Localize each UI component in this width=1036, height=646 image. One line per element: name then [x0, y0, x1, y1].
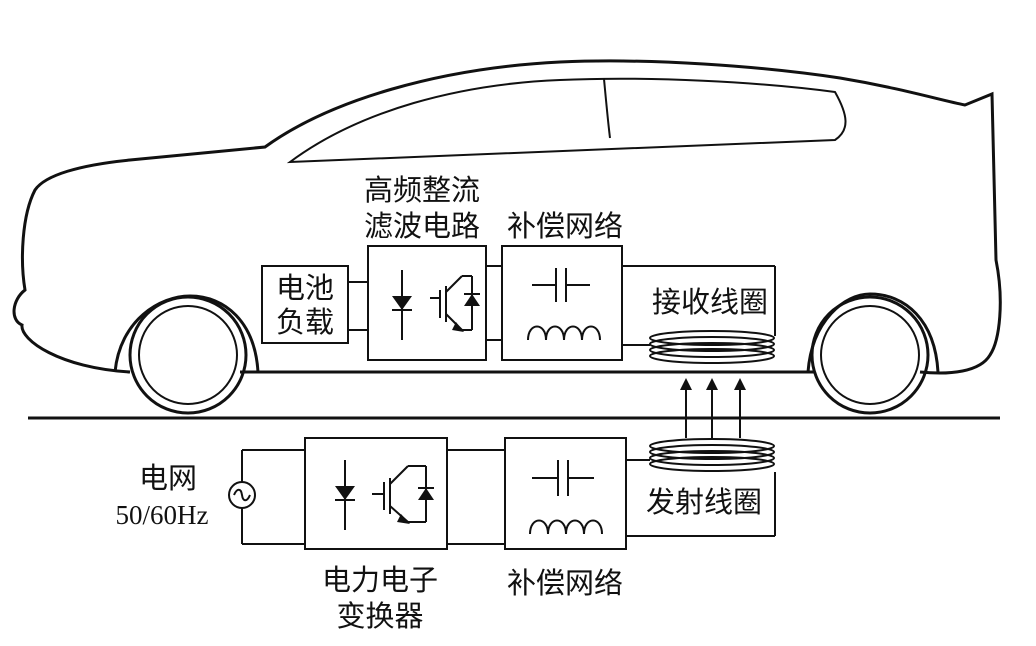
- inductor-icon: [527, 325, 601, 341]
- arrow-up-icon: [680, 378, 746, 438]
- rear-wheel-icon: [810, 295, 930, 415]
- tx-coil-label: 发射线圈: [646, 485, 762, 519]
- battery-label-2: 负载: [276, 305, 334, 339]
- rectifier-label-2: 滤波电路: [364, 209, 480, 243]
- converter-label-2: 变换器: [336, 599, 423, 633]
- diode-icon: [335, 460, 355, 530]
- rx-coil-label: 接收线圈: [652, 285, 768, 319]
- igbt-icon: [372, 465, 434, 524]
- diode-icon: [392, 270, 412, 340]
- capacitor-icon: [532, 460, 594, 496]
- ac-source-icon: [228, 481, 256, 509]
- compensation-network-top-box: [501, 245, 623, 361]
- converter-box: [304, 437, 448, 550]
- rectifier-label-1: 高频整流: [364, 173, 480, 207]
- rx-coil-icon: [649, 330, 775, 364]
- comp-bottom-label: 补偿网络: [507, 566, 623, 600]
- rectifier-box: [367, 245, 487, 361]
- battery-load-box: 电池 负载: [261, 265, 349, 344]
- comp-top-label: 补偿网络: [507, 209, 623, 243]
- inductor-icon: [529, 519, 603, 535]
- front-wheel-icon: [128, 295, 248, 415]
- igbt-icon: [430, 275, 480, 332]
- grid-label: 电网: [139, 461, 197, 495]
- battery-label-1: 电池: [276, 271, 334, 305]
- capacitor-icon: [532, 268, 590, 302]
- compensation-network-bottom-box: [504, 437, 627, 550]
- grid-frequency-label: 50/60Hz: [116, 500, 209, 530]
- converter-label-1: 电力电子: [322, 563, 438, 597]
- tx-coil-icon: [649, 438, 775, 472]
